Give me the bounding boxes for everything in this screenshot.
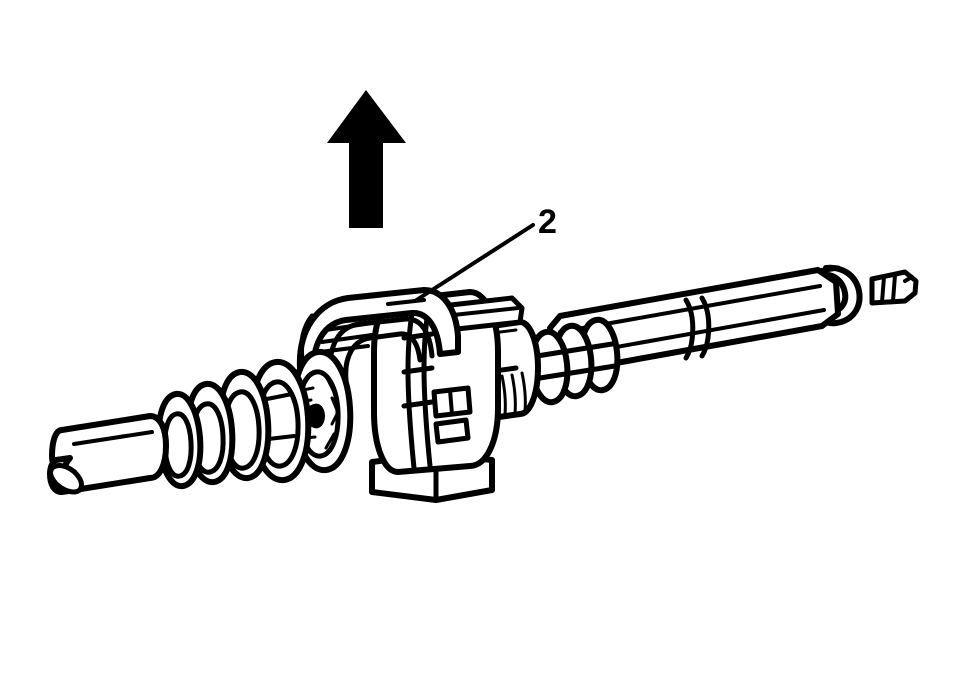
callout-2-leader-line [413,223,535,303]
up-arrow [327,90,406,228]
collar-rings [528,316,621,406]
seal-ring-1 [155,390,204,490]
lower-shaft [47,413,169,495]
callout-2-label: 2 [538,203,557,241]
upper-housing-cap [296,287,461,383]
splined-end [869,269,919,306]
housing-body [369,289,525,503]
callout-2: 2 [413,203,557,303]
